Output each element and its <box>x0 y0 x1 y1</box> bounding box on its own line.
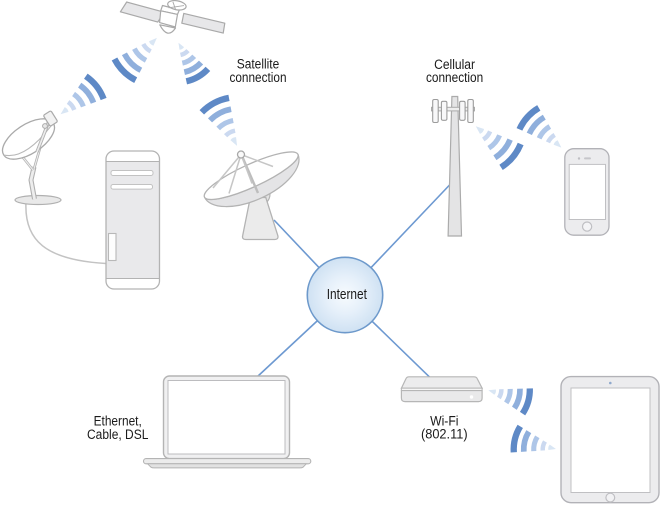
svg-text:connection: connection <box>426 70 483 85</box>
svg-text:connection: connection <box>229 70 286 85</box>
svg-text:Cellular: Cellular <box>434 57 475 72</box>
svg-text:Internet: Internet <box>327 287 367 303</box>
svg-text:Wi-Fi: Wi-Fi <box>430 413 458 428</box>
svg-text:Satellite: Satellite <box>237 57 280 72</box>
svg-text:Ethernet,: Ethernet, <box>94 413 142 428</box>
svg-text:(802.11): (802.11) <box>421 427 468 442</box>
svg-text:Cable, DSL: Cable, DSL <box>87 427 149 442</box>
